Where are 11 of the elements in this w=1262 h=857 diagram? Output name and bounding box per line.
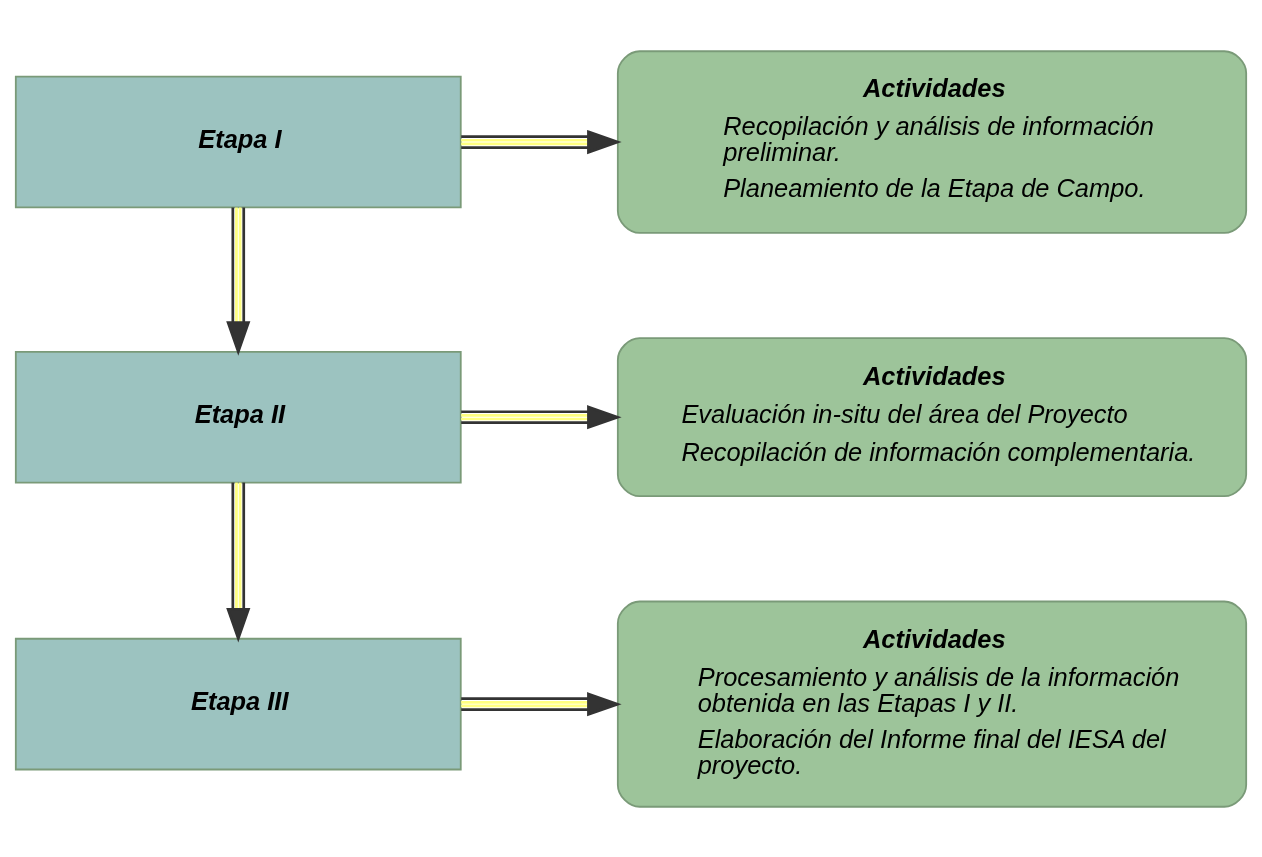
node-box: Etapa I [14, 75, 462, 208]
node-box: Actividades Recopilación y análisis de información preliminar. Planeamiento de la Etapa de Campo. [616, 49, 1248, 234]
arrow [461, 129, 622, 154]
arrow [226, 482, 251, 643]
node-box: Etapa III [14, 637, 462, 770]
arrow [461, 691, 622, 716]
arrow [226, 207, 251, 356]
arrow [461, 404, 622, 429]
node-box: Actividades Procesamiento y análisis de la información obtenida en las Etapas I y II. Elaboración del Informe final del IESA del proyecto. [616, 600, 1248, 808]
node-box: Etapa II [14, 350, 462, 483]
node-box: Actividades Evaluación in-situ del área del Proyecto Recopilación de información complementaria. [616, 336, 1248, 497]
